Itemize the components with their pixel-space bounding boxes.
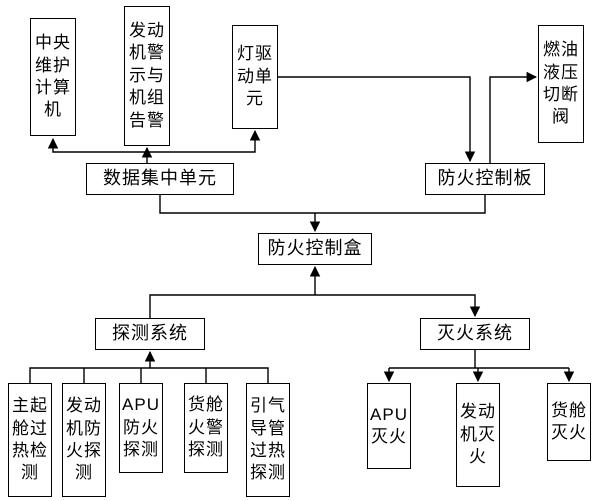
edge-fire-control-panel-to-shutoff-valve bbox=[489, 71, 538, 163]
node-main-gear-bay-overheat-detection: 主起 舱过 热检 测 bbox=[8, 383, 52, 497]
node-label: 发动 机警 示与 机组 告警 bbox=[129, 20, 165, 130]
edge-lamp-drive-unit-to-fire-control-panel bbox=[278, 76, 476, 163]
node-label: APU 防火 探测 bbox=[122, 395, 160, 460]
node-label: 引气 导管 过热 探测 bbox=[250, 396, 286, 483]
node-fuel-hydraulic-shutoff-valve: 燃油 液压 切断 阀 bbox=[538, 25, 584, 143]
node-central-maintenance-computer: 中央 维护 计算 机 bbox=[30, 18, 76, 136]
node-label: 探测系统 bbox=[112, 323, 188, 344]
node-apu-fire-detection: APU 防火 探测 bbox=[119, 383, 163, 473]
node-fire-control-box: 防火控制盒 bbox=[258, 233, 372, 265]
node-label: 发动 机防 火探 测 bbox=[66, 396, 102, 483]
node-label: 主起 舱过 热检 测 bbox=[12, 396, 48, 483]
node-label: 中央 维护 计算 机 bbox=[35, 33, 71, 120]
node-label: 货舱 火警 探测 bbox=[188, 395, 224, 460]
node-label: 防火控制板 bbox=[437, 168, 533, 189]
node-cargo-fire-warning-detection: 货舱 火警 探测 bbox=[184, 383, 228, 473]
node-label: APU 灭火 bbox=[370, 404, 408, 446]
node-label: 灭火系统 bbox=[437, 323, 513, 344]
node-cargo-extinguishing: 货舱 灭火 bbox=[547, 383, 591, 461]
node-label: 货舱 灭火 bbox=[551, 400, 587, 442]
node-data-concentration-unit: 数据集中单元 bbox=[86, 163, 234, 195]
node-engine-extinguishing: 发动 机灭 火 bbox=[456, 383, 500, 487]
node-label: 发动 机灭 火 bbox=[460, 402, 496, 467]
node-label: 灯驱 动单 元 bbox=[237, 44, 273, 109]
edge-detect-system-to-ext-system-bus bbox=[149, 294, 481, 318]
node-label: 防火控制盒 bbox=[267, 238, 363, 259]
node-lamp-drive-unit: 灯驱 动单 元 bbox=[232, 25, 278, 129]
node-detection-system: 探测系统 bbox=[95, 318, 205, 350]
edge-detectors-bus bbox=[29, 367, 269, 383]
edge-dcu-panel-bus bbox=[159, 195, 486, 214]
node-label: 数据集中单元 bbox=[103, 168, 217, 189]
node-apu-extinguishing: APU 灭火 bbox=[367, 383, 411, 469]
node-extinguishing-system: 灭火系统 bbox=[420, 318, 530, 350]
node-label: 燃油 液压 切断 阀 bbox=[543, 40, 579, 127]
node-engine-warning-crew-alert: 发动 机警 示与 机组 告警 bbox=[124, 6, 170, 146]
node-fire-control-panel: 防火控制板 bbox=[425, 163, 545, 195]
node-engine-fire-detection: 发动 机防 火探 测 bbox=[62, 383, 106, 497]
node-bleed-duct-overheat-detection: 引气 导管 过热 探测 bbox=[246, 383, 290, 497]
